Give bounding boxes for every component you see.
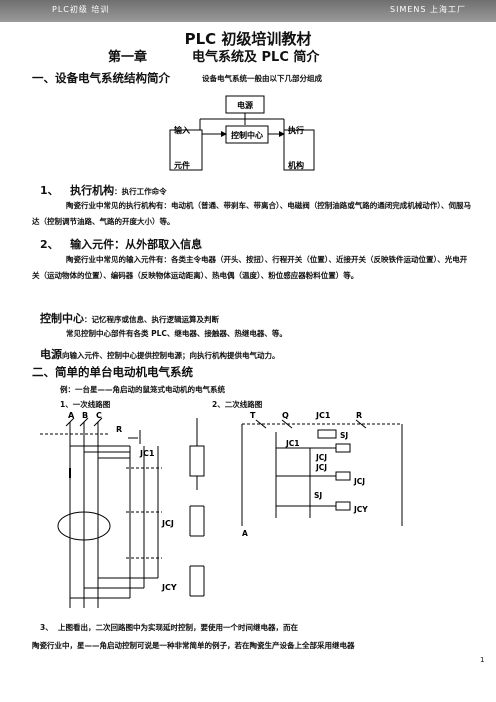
sj-top-label: SJ bbox=[340, 431, 348, 440]
chapter-number: 第一章 bbox=[108, 50, 148, 65]
jc1-label: JC1 bbox=[139, 449, 155, 458]
r-top-label: R bbox=[356, 411, 362, 420]
phase-a-label: A bbox=[68, 411, 75, 420]
item3b-text: 上图看出，二次回路图中为实现延时控制，要使用一个时间继电器，而在 bbox=[57, 623, 298, 632]
jcj-coil-label: JCJ bbox=[353, 477, 365, 486]
chapter-name: 电气系统及 PLC 简介 bbox=[192, 50, 320, 65]
header-left-text: PLC初级 培训 bbox=[52, 5, 110, 14]
power-line-lead: 电源 bbox=[40, 348, 62, 361]
item1-num: 1、 bbox=[40, 184, 59, 197]
item1-heading: 1、 执行机构：执行工作命令 bbox=[40, 182, 167, 198]
exec-box bbox=[283, 129, 315, 171]
input-box bbox=[169, 129, 203, 171]
power-label: 电源 bbox=[237, 100, 253, 110]
item1-title: 执行机构 bbox=[70, 184, 115, 197]
q-label: Q bbox=[282, 411, 289, 420]
sj-coil-label: SJ bbox=[314, 491, 322, 500]
item2-title: 输入元件 bbox=[70, 238, 115, 251]
item3-desc: ：记忆程序或信息、执行逻辑运算及判断 bbox=[84, 315, 219, 324]
jcj-label: JCJ bbox=[161, 519, 174, 528]
phase-c-label: C bbox=[96, 411, 102, 420]
section2-heading: 二、简单的单台电动机电气系统 bbox=[32, 365, 193, 379]
fig1-label: 1、一次线路图 bbox=[60, 400, 111, 409]
item2-paragraph: 陶瓷行业中常见的输入元件有：各类主令电器（开头、按扭）、行程开关（位置）、近接开… bbox=[32, 255, 468, 280]
secondary-circuit-diagram: T Q JC1 R JC1 SJ JCJ JCJ JCJ SJ JCY A bbox=[241, 411, 403, 538]
exec-label-bottom: 机构 bbox=[288, 160, 304, 170]
item2-num: 2、 bbox=[40, 238, 59, 251]
document-title: PLC 初级培训教材 bbox=[184, 30, 312, 48]
page-number: 1 bbox=[480, 656, 485, 664]
power-line-rest: 向输入元件、控制中心提供控制电源；向执行机构提供电气动力。 bbox=[62, 351, 280, 360]
exec-label-top: 执行 bbox=[288, 125, 304, 135]
jc1-contact-label: JC1 bbox=[285, 439, 300, 448]
input-label-top: 输入 bbox=[174, 125, 190, 135]
section1-note: 设备电气系统一般由以下几部分组成 bbox=[202, 74, 322, 83]
item3-paragraph: 常见控制中心部件有各类 PLC、继电器、接触器、热继电器、等。 bbox=[66, 329, 287, 338]
jcj-nc-label: JCJ bbox=[315, 453, 327, 462]
header-right-text: SIMENS 上海工厂 bbox=[390, 5, 466, 14]
item1-paragraph: 陶瓷行业中常见的执行机构有：电动机（普通、带刹车、带离合）、电磁阀（控制油路或气… bbox=[32, 201, 471, 226]
jcy-label: JCY bbox=[161, 583, 177, 592]
item3b-num: 3、 bbox=[40, 623, 53, 632]
item3b-line: 3、 上图看出，二次回路图中为实现延时控制，要使用一个时间继电器，而在 bbox=[40, 622, 298, 633]
example-text: 例：一台星——角启动的鼠笼式电动机的电气系统 bbox=[60, 385, 225, 394]
t-label: T bbox=[250, 411, 256, 420]
item1-desc: ：执行工作命令 bbox=[114, 187, 167, 196]
section1-heading: 一、设备电气系统结构简介 bbox=[32, 71, 170, 85]
primary-circuit-diagram: A B C R JC1 JCJ JCY bbox=[40, 411, 205, 608]
input-label-bottom: 元件 bbox=[174, 160, 190, 170]
phase-b-label: B bbox=[82, 411, 88, 420]
fuse-r-label: R bbox=[116, 425, 122, 434]
item3-heading: 控制中心：记忆程序或信息、执行逻辑运算及判断 bbox=[40, 310, 219, 326]
control-center-label: 控制中心 bbox=[231, 130, 263, 140]
item3-title: 控制中心 bbox=[40, 312, 84, 325]
jcy-coil-label: JCY bbox=[353, 505, 368, 514]
power-line: 电源向输入元件、控制中心提供控制电源；向执行机构提供电气动力。 bbox=[40, 346, 280, 362]
jcj-no-label: JCJ bbox=[315, 463, 327, 472]
fig2-label: 2、二次线路图 bbox=[212, 400, 263, 409]
a-label: A bbox=[242, 529, 248, 538]
item2-heading: 2、 输入元件：从外部取入信息 bbox=[40, 236, 202, 252]
system-block-diagram: 电源 输入 元件 控制中心 执行 机构 bbox=[169, 95, 315, 171]
item2-desc: ：从外部取入信息 bbox=[114, 238, 203, 251]
jc1-top-label: JC1 bbox=[315, 411, 331, 420]
page-header-banner: PLC初级 培训 SIMENS 上海工厂 bbox=[0, 0, 496, 22]
last-line: 陶瓷行业中，星——角启动控制可说是一种非常简单的例子，若在陶瓷生产设备上全部采用… bbox=[32, 641, 355, 650]
